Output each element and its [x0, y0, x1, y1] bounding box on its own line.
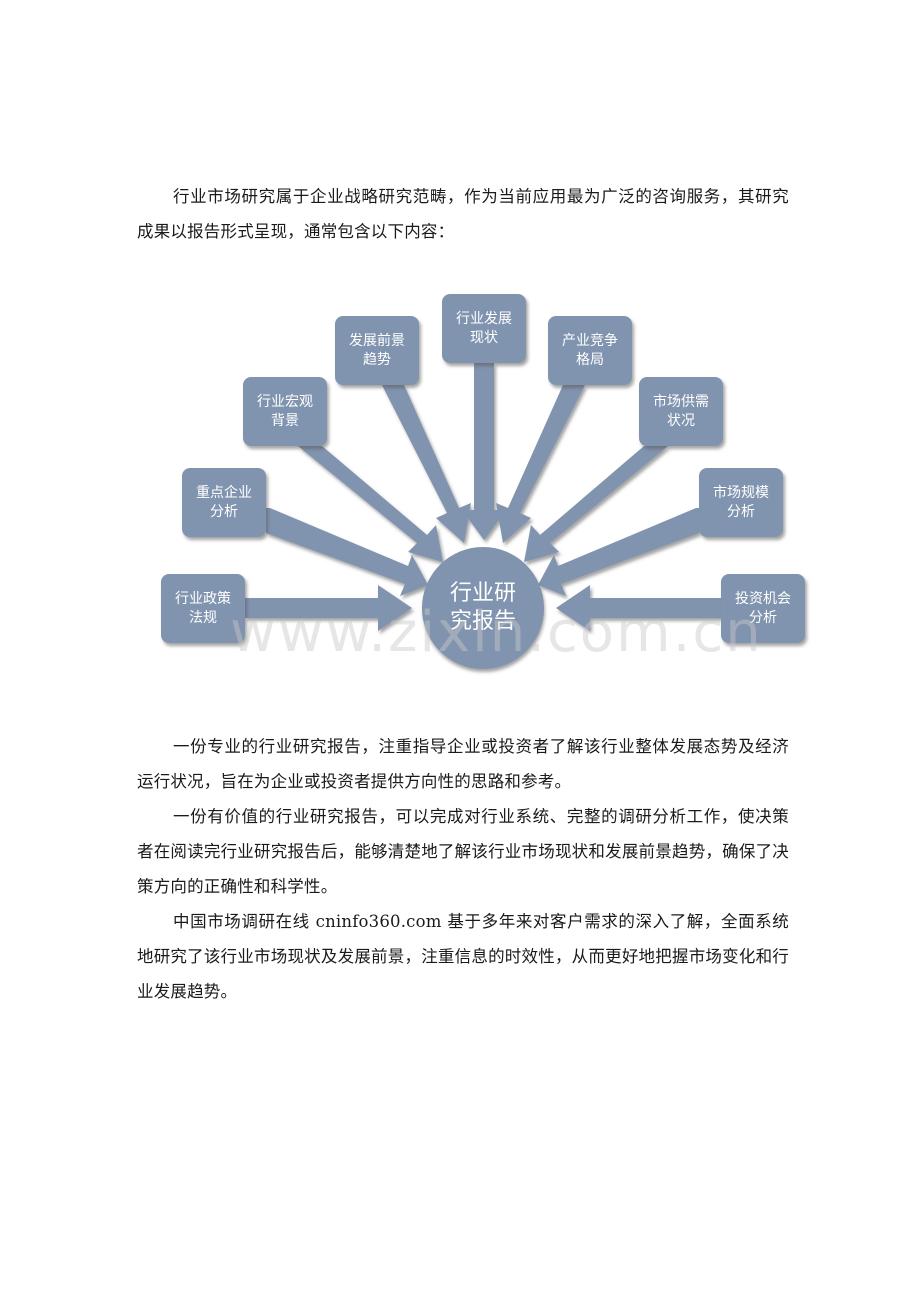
arrow-policy — [245, 585, 412, 631]
node-policy-regulation: 行业政策法规 — [161, 574, 245, 643]
arrow-macro — [298, 446, 443, 562]
arrow-market-size — [538, 508, 699, 596]
body-paragraph-1: 一份专业的行业研究报告，注重指导企业或投资者了解该行业整体发展态势及经济运行状况… — [137, 737, 789, 791]
node-key-enterprise-analysis: 重点企业分析 — [182, 468, 266, 537]
node-investment-opportunity: 投资机会分析 — [721, 574, 805, 643]
node-development-status: 行业发展现状 — [442, 294, 526, 363]
arrow-key-enterprise — [266, 508, 428, 596]
arrow-prospect — [382, 385, 471, 543]
body-paragraph-3: 中国市场调研在线 cninfo360.com 基于多年来对客户需求的深入了解，全… — [137, 912, 789, 1001]
arrow-status — [462, 363, 506, 540]
node-macro-background: 行业宏观背景 — [243, 377, 327, 446]
arrow-supply-demand — [524, 446, 668, 562]
node-development-prospect: 发展前景趋势 — [335, 316, 419, 385]
arrow-investment — [556, 585, 721, 631]
node-market-size: 市场规模分析 — [699, 468, 783, 537]
node-competition-pattern: 产业竞争格局 — [548, 316, 632, 385]
node-supply-demand: 市场供需状况 — [639, 377, 723, 446]
intro-paragraph: 行业市场研究属于企业战略研究范畴，作为当前应用最为广泛的咨询服务，其研究成果以报… — [137, 187, 789, 241]
research-report-diagram: 行业政策法规 重点企业分析 行业宏观背景 发展前景趋势 行业发展现状 产业竞争格… — [161, 294, 805, 669]
arrow-competition — [496, 385, 585, 543]
arrows-layer — [245, 363, 721, 631]
body-paragraph-2: 一份有价值的行业研究报告，可以完成对行业系统、完整的调研分析工作，使决策者在阅读… — [137, 807, 789, 896]
hub-industry-research-report: 行业研究报告 — [422, 547, 544, 669]
